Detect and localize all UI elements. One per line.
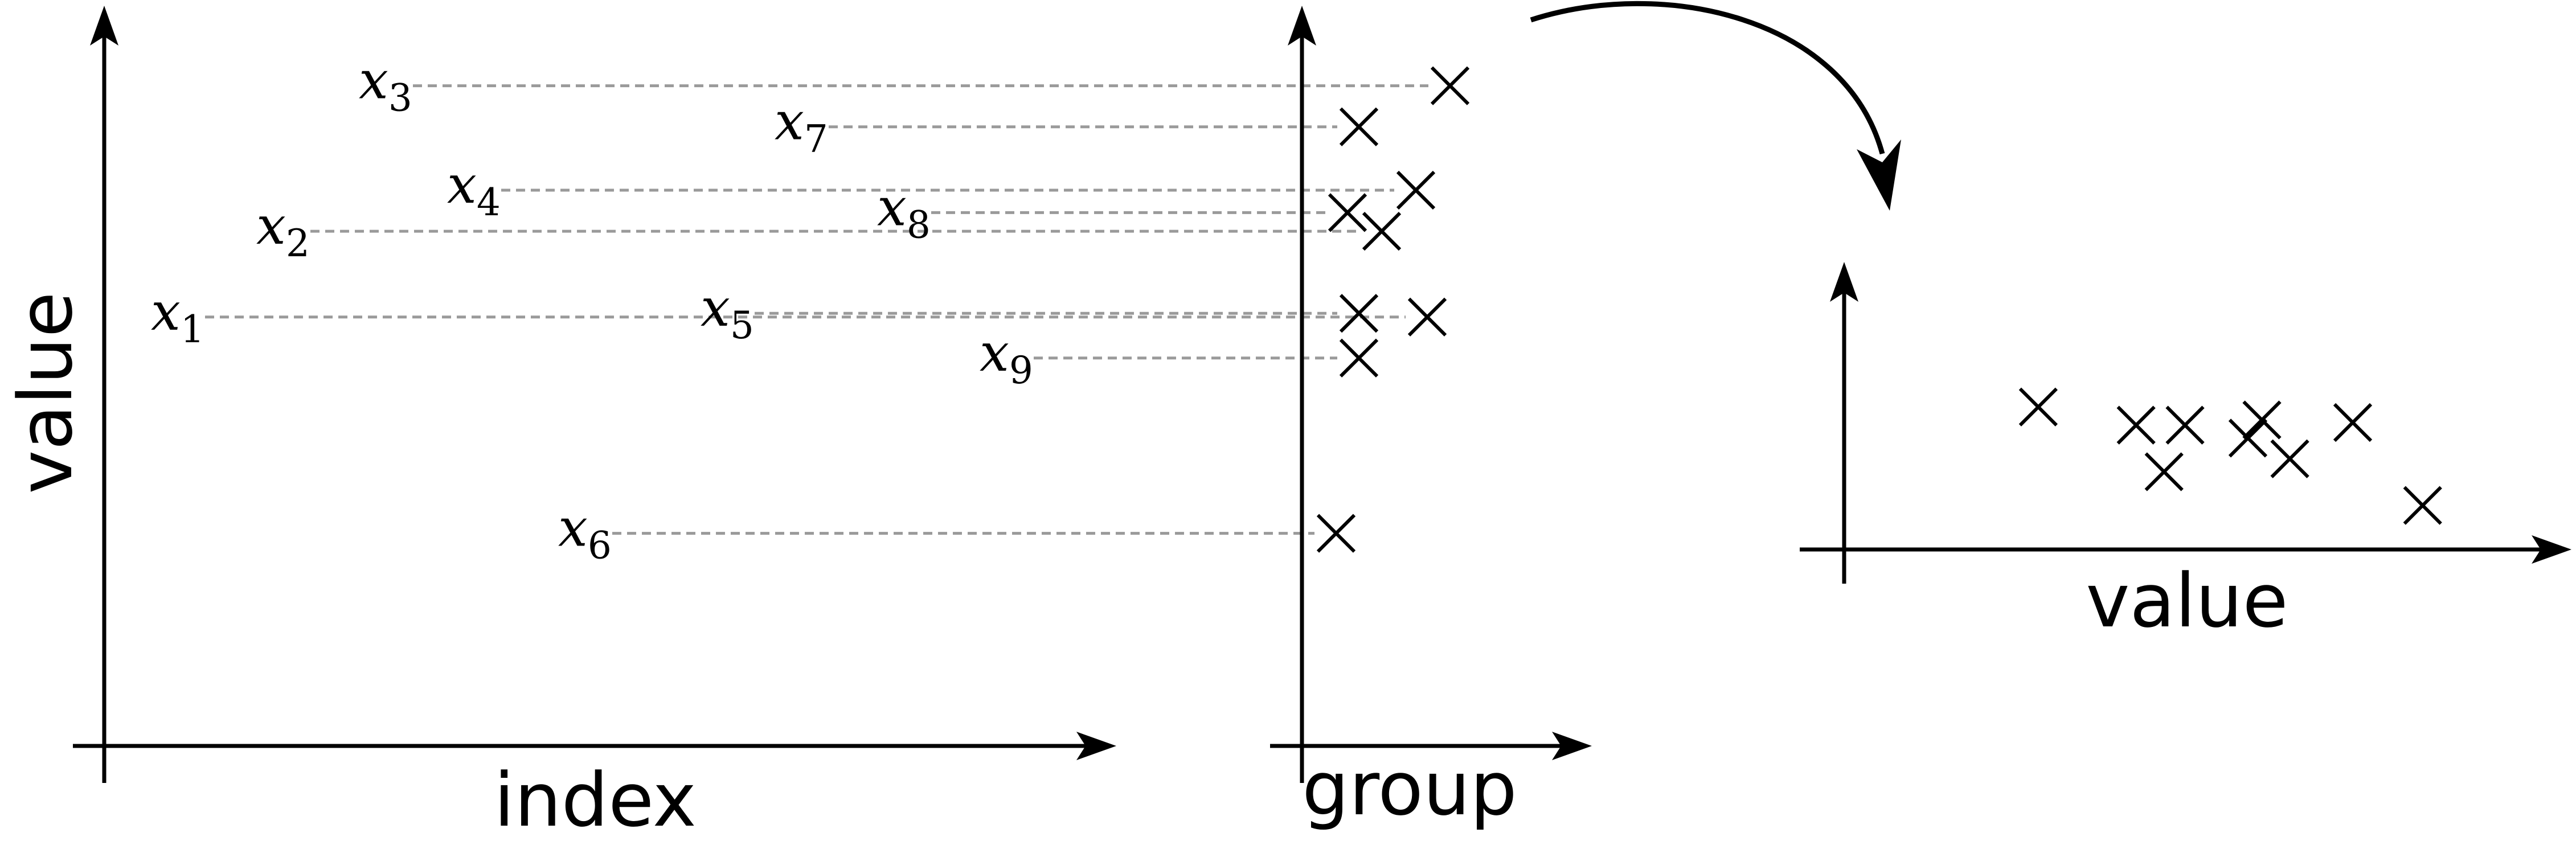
point-label: x3 (359, 50, 412, 120)
value-strip-marker (2018, 387, 2058, 426)
point-label: x1 (151, 281, 204, 351)
value-strip-marker (2333, 403, 2373, 442)
point-label-subscript: 4 (477, 181, 501, 224)
value-strip-marker (2165, 405, 2205, 445)
group-marker (1339, 294, 1379, 333)
point-label-subscript: 1 (181, 307, 204, 351)
group-markers (1316, 66, 1470, 553)
index-plot-x-arrowhead (1076, 732, 1116, 760)
value-plot-x-arrowhead (2532, 535, 2571, 564)
point-label-name: x (558, 498, 588, 559)
point-label-name: x (775, 91, 804, 152)
index-plot-y-label: value (2, 292, 89, 494)
point-label-name: x (701, 277, 730, 338)
point-label-subscript: 7 (804, 117, 828, 161)
value-plot-x-label: value (2086, 557, 2288, 644)
value-strip-markers (2018, 387, 2442, 525)
point-label-name: x (151, 281, 181, 342)
point-label: x8 (877, 177, 931, 247)
point-label: x7 (775, 91, 828, 161)
point-label-subscript: 9 (1009, 348, 1033, 392)
value-strip-panel: value (1800, 262, 2571, 644)
index-plot-y-arrowhead (90, 6, 118, 46)
point-label-subscript: 6 (588, 524, 612, 568)
point-label-subscript: 3 (388, 76, 412, 120)
group-plot-y-arrowhead (1288, 6, 1316, 46)
group-marker (1339, 107, 1379, 146)
value-strip-marker (2403, 486, 2442, 525)
value-strip-marker (2116, 405, 2156, 445)
group-marker (1430, 66, 1470, 105)
point-label-name: x (447, 154, 477, 215)
point-label-name: x (877, 177, 907, 237)
point-label-name: x (359, 50, 388, 111)
transform-arrow-curve (1530, 1, 1885, 155)
point-label: x4 (447, 154, 501, 224)
value-strip-marker (2228, 419, 2268, 458)
point-label: x2 (256, 195, 310, 265)
group-plot-x-label: group (1302, 745, 1517, 832)
index-plot-x-label: index (494, 757, 697, 843)
value-strip-marker (2144, 452, 2184, 491)
transform-arrow-head (1857, 140, 1901, 211)
group-marker (1407, 297, 1447, 337)
value-strip-marker (2242, 400, 2282, 440)
value-plot-y-arrowhead (1830, 262, 1858, 302)
group-marker (1396, 170, 1436, 210)
guide-lines (205, 84, 1428, 535)
point-label-subscript: 5 (730, 303, 754, 347)
point-label: x5 (701, 277, 754, 347)
point-label: x6 (558, 498, 612, 568)
group-marker (1339, 338, 1379, 378)
point-label-name: x (980, 322, 1009, 383)
group-marker (1328, 193, 1367, 232)
transform-arrow (1530, 1, 1901, 211)
index-value-panel: index value (2, 6, 1116, 843)
group-marker (1362, 211, 1402, 251)
group-value-panel: group (1270, 6, 1592, 832)
point-label-name: x (256, 195, 286, 256)
point-label-subscript: 8 (907, 203, 931, 247)
group-marker (1316, 514, 1356, 553)
point-label-subscript: 2 (286, 222, 310, 265)
value-strip-marker (2270, 439, 2309, 478)
point-label: x9 (980, 322, 1033, 392)
group-plot-x-arrowhead (1552, 732, 1592, 760)
